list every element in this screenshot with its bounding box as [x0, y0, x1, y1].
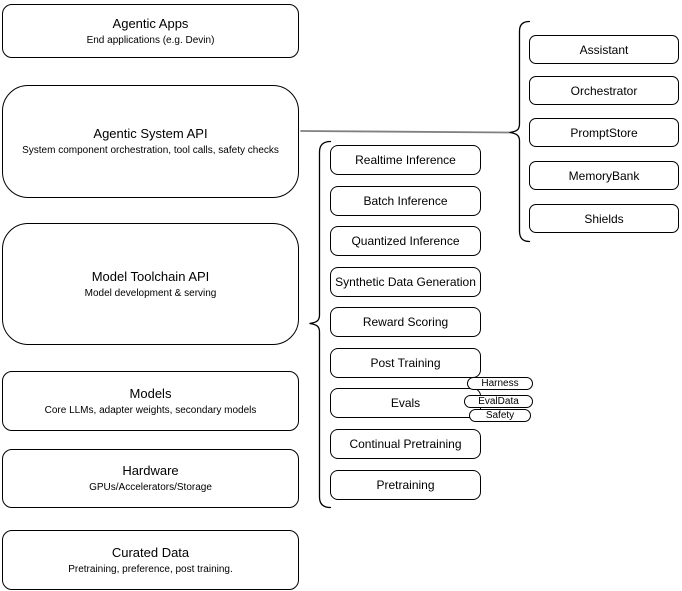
box-subtitle: Core LLMs, adapter weights, secondary mo…: [44, 404, 257, 416]
box-subtitle: Model development & serving: [84, 287, 217, 299]
box-title: Curated Data: [111, 544, 190, 560]
toolchain-item-realtime-inference: Realtime Inference: [330, 145, 481, 175]
toolchain-item-continual-pretraining: Continual Pretraining: [330, 429, 481, 459]
stack-box-models: Models Core LLMs, adapter weights, secon…: [2, 371, 299, 431]
box-title: Model Toolchain API: [91, 268, 210, 284]
components-brace: [509, 20, 531, 243]
box-subtitle: GPUs/Accelerators/Storage: [89, 482, 212, 493]
toolchain-brace: [309, 140, 332, 509]
toolchain-item-quantized-inference: Quantized Inference: [330, 226, 481, 256]
toolchain-item-evals: Evals: [330, 388, 481, 418]
eval-tag-evaldata: EvalData: [464, 395, 533, 408]
component-promptstore: PromptStore: [529, 118, 679, 147]
eval-tag-safety: Safety: [469, 409, 531, 422]
toolchain-item-reward-scoring: Reward Scoring: [330, 307, 481, 337]
toolchain-item-batch-inference: Batch Inference: [330, 186, 481, 216]
stack-box-hardware: Hardware GPUs/Accelerators/Storage: [2, 449, 299, 508]
box-title: Agentic Apps: [112, 15, 189, 31]
box-title: Hardware: [122, 463, 179, 478]
box-subtitle: End applications (e.g. Devin): [86, 34, 215, 46]
component-shields: Shields: [529, 204, 679, 233]
box-subtitle: System component orchestration, tool cal…: [22, 145, 279, 156]
component-memorybank: MemoryBank: [529, 161, 679, 190]
component-orchestrator: Orchestrator: [529, 76, 679, 105]
component-assistant: Assistant: [529, 35, 679, 64]
box-title: Agentic System API: [93, 126, 208, 141]
toolchain-item-synthetic-data-generation: Synthetic Data Generation: [330, 267, 481, 297]
toolchain-item-post-training: Post Training: [330, 348, 481, 378]
stack-box-agentic-apps: Agentic Apps End applications (e.g. Devi…: [2, 4, 299, 58]
stack-box-curated-data: Curated Data Pretraining, preference, po…: [2, 530, 299, 590]
system-api-components-connector: [300, 130, 510, 134]
stack-box-model-toolchain-api: Model Toolchain API Model development & …: [2, 223, 299, 345]
box-title: Models: [129, 385, 172, 401]
box-subtitle: Pretraining, preference, post training.: [68, 563, 233, 575]
eval-tag-harness: Harness: [467, 377, 533, 390]
toolchain-item-pretraining: Pretraining: [330, 470, 481, 500]
stack-box-agentic-system-api: Agentic System API System component orch…: [2, 85, 299, 198]
